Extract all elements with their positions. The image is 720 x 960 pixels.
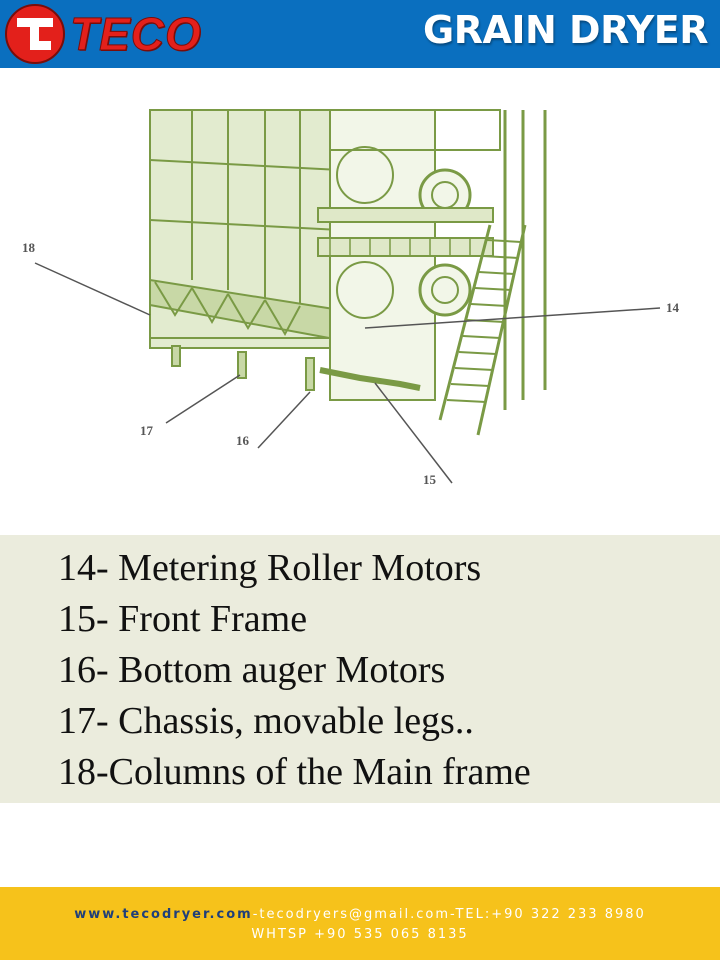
header-bar: TECO GRAIN DRYER	[0, 0, 720, 68]
callout-16: 16	[236, 433, 250, 448]
callout-18: 18	[22, 240, 36, 255]
parts-legend-panel: 14- Metering Roller Motors 15- Front Fra…	[0, 535, 720, 803]
legend-item-16: 16- Bottom auger Motors	[58, 649, 446, 691]
callout-14: 14	[666, 300, 680, 315]
email-phone-text: -tecodryers@gmail.com-TEL:+90 322 233 89…	[252, 907, 646, 922]
footer-contact-line: www.tecodryer.com-tecodryers@gmail.com-T…	[0, 907, 720, 922]
logo-wordmark: TECO	[70, 8, 202, 61]
website-link[interactable]: www.tecodryer.com	[74, 907, 253, 922]
parts-legend-list: 14- Metering Roller Motors 15- Front Fra…	[58, 543, 531, 798]
teco-logo[interactable]: TECO	[4, 3, 204, 65]
callout-15: 15	[423, 472, 437, 487]
dryer-drawing	[149, 109, 547, 436]
whatsapp-text: WHTSP +90 535 065 8135	[251, 927, 469, 942]
grain-dryer-diagram: 18 14 15 16 17	[22, 109, 680, 487]
legend-item-17: 17- Chassis, movable legs..	[58, 700, 474, 742]
legend-item-15: 15- Front Frame	[58, 598, 308, 640]
legend-item-18: 18-Columns of the Main frame	[58, 751, 531, 793]
callout-leader-lines	[34, 262, 661, 484]
teco-logo-icon	[5, 4, 65, 64]
legend-item-14: 14- Metering Roller Motors	[58, 547, 482, 589]
callout-17: 17	[140, 423, 154, 438]
footer-bar: www.tecodryer.com-tecodryers@gmail.com-T…	[0, 887, 720, 960]
page-title: GRAIN DRYER	[423, 8, 709, 52]
